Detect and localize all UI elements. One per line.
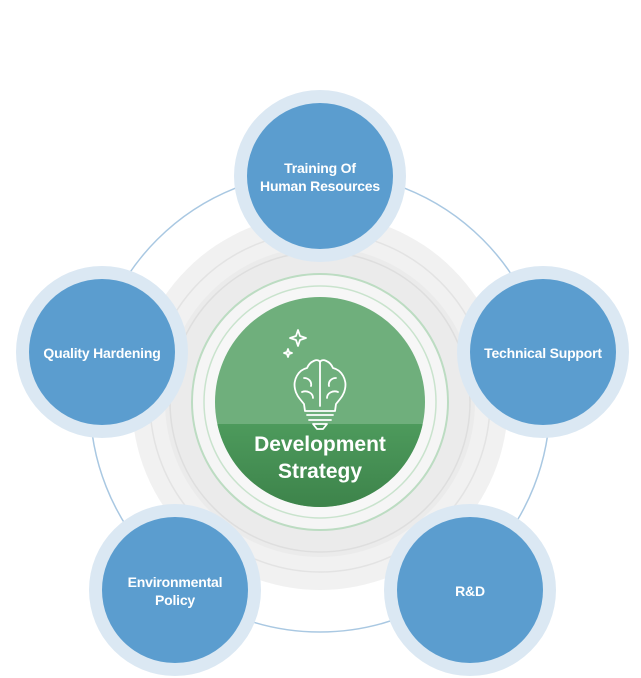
brain-lightbulb-icon xyxy=(283,329,347,430)
center-title: Development Strategy xyxy=(254,433,386,483)
node-label-environmental-policy: Environmental Policy xyxy=(127,574,223,608)
node-technical-support xyxy=(457,266,629,438)
node-training xyxy=(234,90,406,262)
node-label-quality-hardening: Quality Hardening xyxy=(43,345,161,361)
node-environmental-policy xyxy=(89,504,261,676)
node-label-rd: R&D xyxy=(455,583,485,599)
node-label-technical-support: Technical Support xyxy=(484,345,602,361)
node-quality-hardening xyxy=(16,266,188,438)
node-label-training: Training Of Human Resources xyxy=(260,160,380,194)
node-rd xyxy=(384,504,556,676)
